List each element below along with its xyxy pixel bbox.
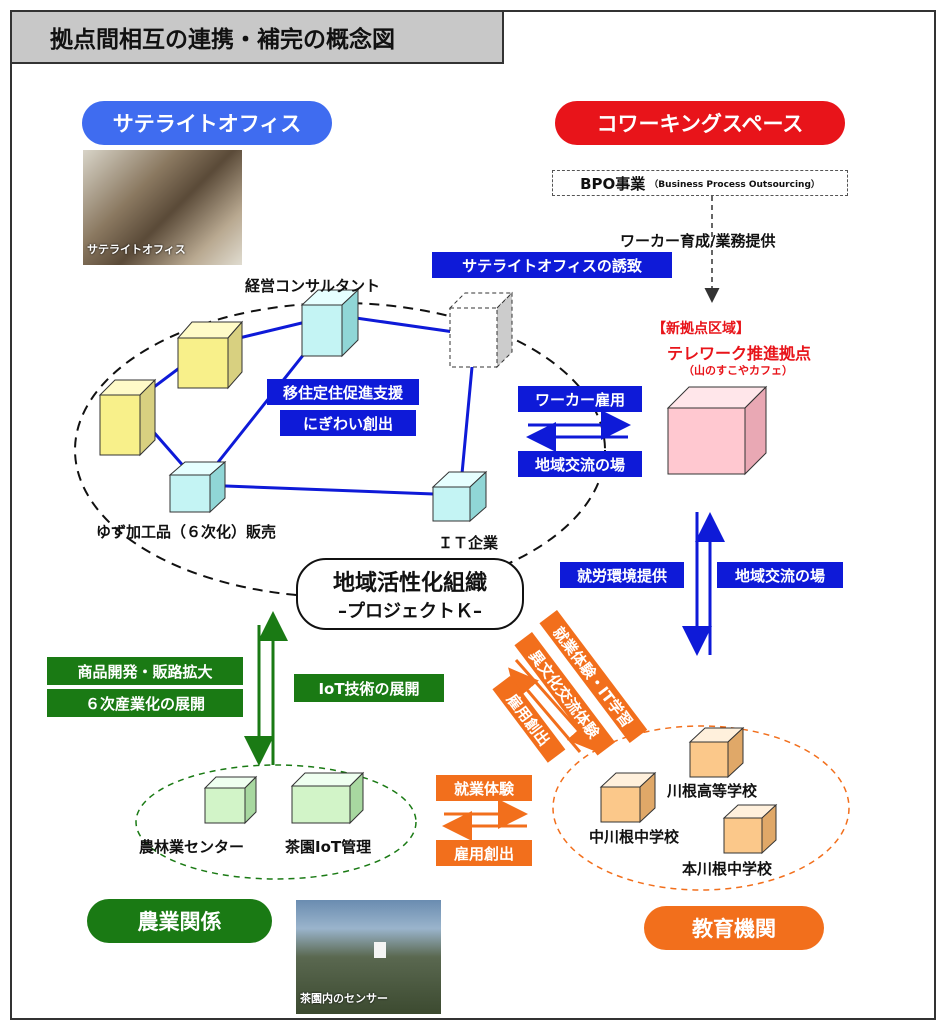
- product-dev-label: 商品開発・販路拡大: [47, 657, 243, 685]
- worker-employment-label: ワーカー雇用: [518, 386, 642, 412]
- iot-deploy-label: IoT技術の展開: [294, 674, 444, 702]
- bpo-main: BPO事業: [580, 174, 646, 193]
- cube-school-2: [599, 771, 657, 824]
- hub-name: テレワーク推進拠点: [667, 344, 812, 363]
- page-title: 拠点間相互の連携・補完の概念図: [10, 10, 504, 64]
- tea-sensor-photo: 茶園内のセンサー: [296, 900, 441, 1014]
- sixth-industry-label: ６次産業化の展開: [47, 689, 243, 717]
- community-place-label-1: 地域交流の場: [518, 451, 642, 477]
- work-environment-label: 就労環境提供: [560, 562, 684, 588]
- consultant-label: 経営コンサルタント: [245, 277, 381, 295]
- invite-satellite-label: サテライトオフィスの誘致: [432, 252, 672, 278]
- coworking-space-pill: コワーキングスペース: [555, 101, 845, 145]
- cube-cyan-2: [168, 460, 227, 514]
- bpo-sub: （Business Process Outsourcing）: [649, 179, 820, 190]
- cube-yellow-2: [176, 320, 244, 390]
- agriculture-pill: 農業関係: [87, 899, 272, 943]
- satellite-office-photo: サテライトオフィス: [83, 150, 242, 265]
- cube-cyan-1: [300, 288, 360, 358]
- work-exp-label: 就業体験: [436, 775, 532, 801]
- hub-bracket: 【新拠点区域】: [652, 321, 750, 337]
- bustle-creation-label: にぎわい創出: [280, 410, 416, 436]
- agri-cluster-ellipse: [135, 764, 417, 880]
- honkawane-jh-label: 本川根中学校: [682, 860, 773, 878]
- cube-cyan-3: [431, 470, 488, 523]
- worker-training-label: ワーカー育成/業務提供: [620, 232, 776, 250]
- cube-green-1: [203, 775, 258, 825]
- cube-green-2: [290, 771, 365, 825]
- hub-cube: [666, 385, 768, 476]
- cube-yellow-1: [98, 378, 157, 457]
- satellite-office-pill: サテライトオフィス: [82, 101, 332, 145]
- education-pill: 教育機関: [644, 906, 824, 950]
- sensor-device: [374, 942, 386, 958]
- satellite-photo-caption: サテライトオフィス: [87, 243, 186, 256]
- tea-iot-label: 茶園IoT管理: [285, 838, 372, 856]
- job-creation-label-2: 雇用創出: [436, 840, 532, 866]
- nakakawane-jh-label: 中川根中学校: [589, 828, 680, 846]
- hub-place: （山のすこやカフェ）: [683, 364, 793, 377]
- migration-support-label: 移住定住促進支援: [267, 379, 419, 405]
- regional-org-box: 地域活性化組織 –プロジェクトＫ–: [296, 558, 524, 630]
- cube-dashed: [448, 291, 514, 369]
- org-project: –プロジェクトＫ–: [338, 601, 482, 622]
- community-place-label-2: 地域交流の場: [717, 562, 843, 588]
- bpo-box: BPO事業 （Business Process Outsourcing）: [552, 170, 848, 196]
- it-company-label: ＩＴ企業: [438, 534, 499, 552]
- org-name: 地域活性化組織: [332, 571, 487, 596]
- cube-school-3: [722, 803, 778, 855]
- cube-school-1: [688, 726, 745, 779]
- kawane-high-label: 川根高等学校: [667, 782, 758, 800]
- tea-photo-caption: 茶園内のセンサー: [300, 992, 388, 1005]
- education-cluster-ellipse: [552, 725, 850, 891]
- forestry-center-label: 農林業センター: [139, 838, 245, 856]
- yuzu-label: ゆず加工品（６次化）販売: [96, 523, 277, 541]
